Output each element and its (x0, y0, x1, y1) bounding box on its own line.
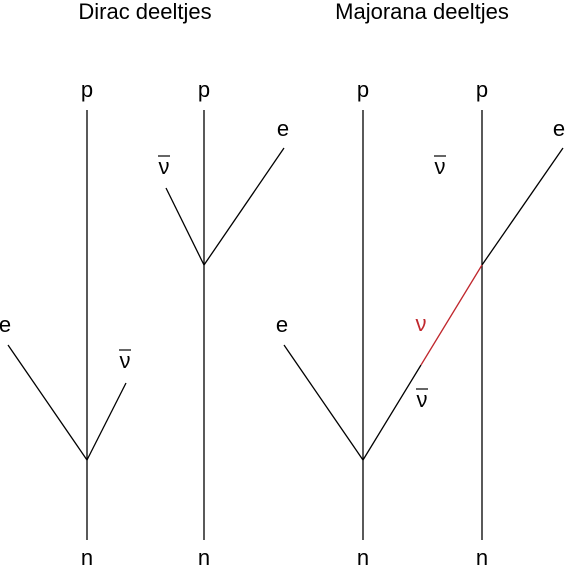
neutrino-label: ν (416, 311, 427, 336)
electron-line (481, 147, 564, 266)
antineutrino-line (362, 364, 422, 461)
electron-line (203, 147, 285, 266)
dirac-diagram-1: p n e ν (0, 77, 131, 567)
neutrino-line (420, 264, 483, 366)
title-dirac: Dirac deeltjes (78, 0, 211, 24)
electron-label: e (553, 116, 565, 141)
neutron-label: n (198, 545, 210, 567)
proton-label: p (476, 77, 488, 102)
neutron-label: n (81, 545, 93, 567)
antineutrino-label: ν (159, 154, 170, 179)
antineutrino-line (165, 187, 205, 266)
electron-line (283, 344, 364, 461)
antineutrino-line (86, 382, 127, 461)
neutron-label: n (357, 545, 369, 567)
proton-label: p (81, 77, 93, 102)
majorana-diagram: p n p n e e ν ν ν (276, 77, 565, 567)
antineutrino-label: ν (120, 348, 131, 373)
proton-label: p (198, 77, 210, 102)
antineutrino-label: ν (435, 154, 446, 179)
dirac-diagram-2: p n e ν (158, 77, 289, 567)
electron-label: e (277, 116, 289, 141)
proton-label: p (357, 77, 369, 102)
electron-label: e (276, 312, 288, 337)
neutron-label: n (476, 545, 488, 567)
antineutrino-label: ν (417, 387, 428, 412)
electron-label: e (0, 312, 11, 337)
electron-line (7, 344, 88, 461)
title-majorana: Majorana deeltjes (335, 0, 509, 24)
